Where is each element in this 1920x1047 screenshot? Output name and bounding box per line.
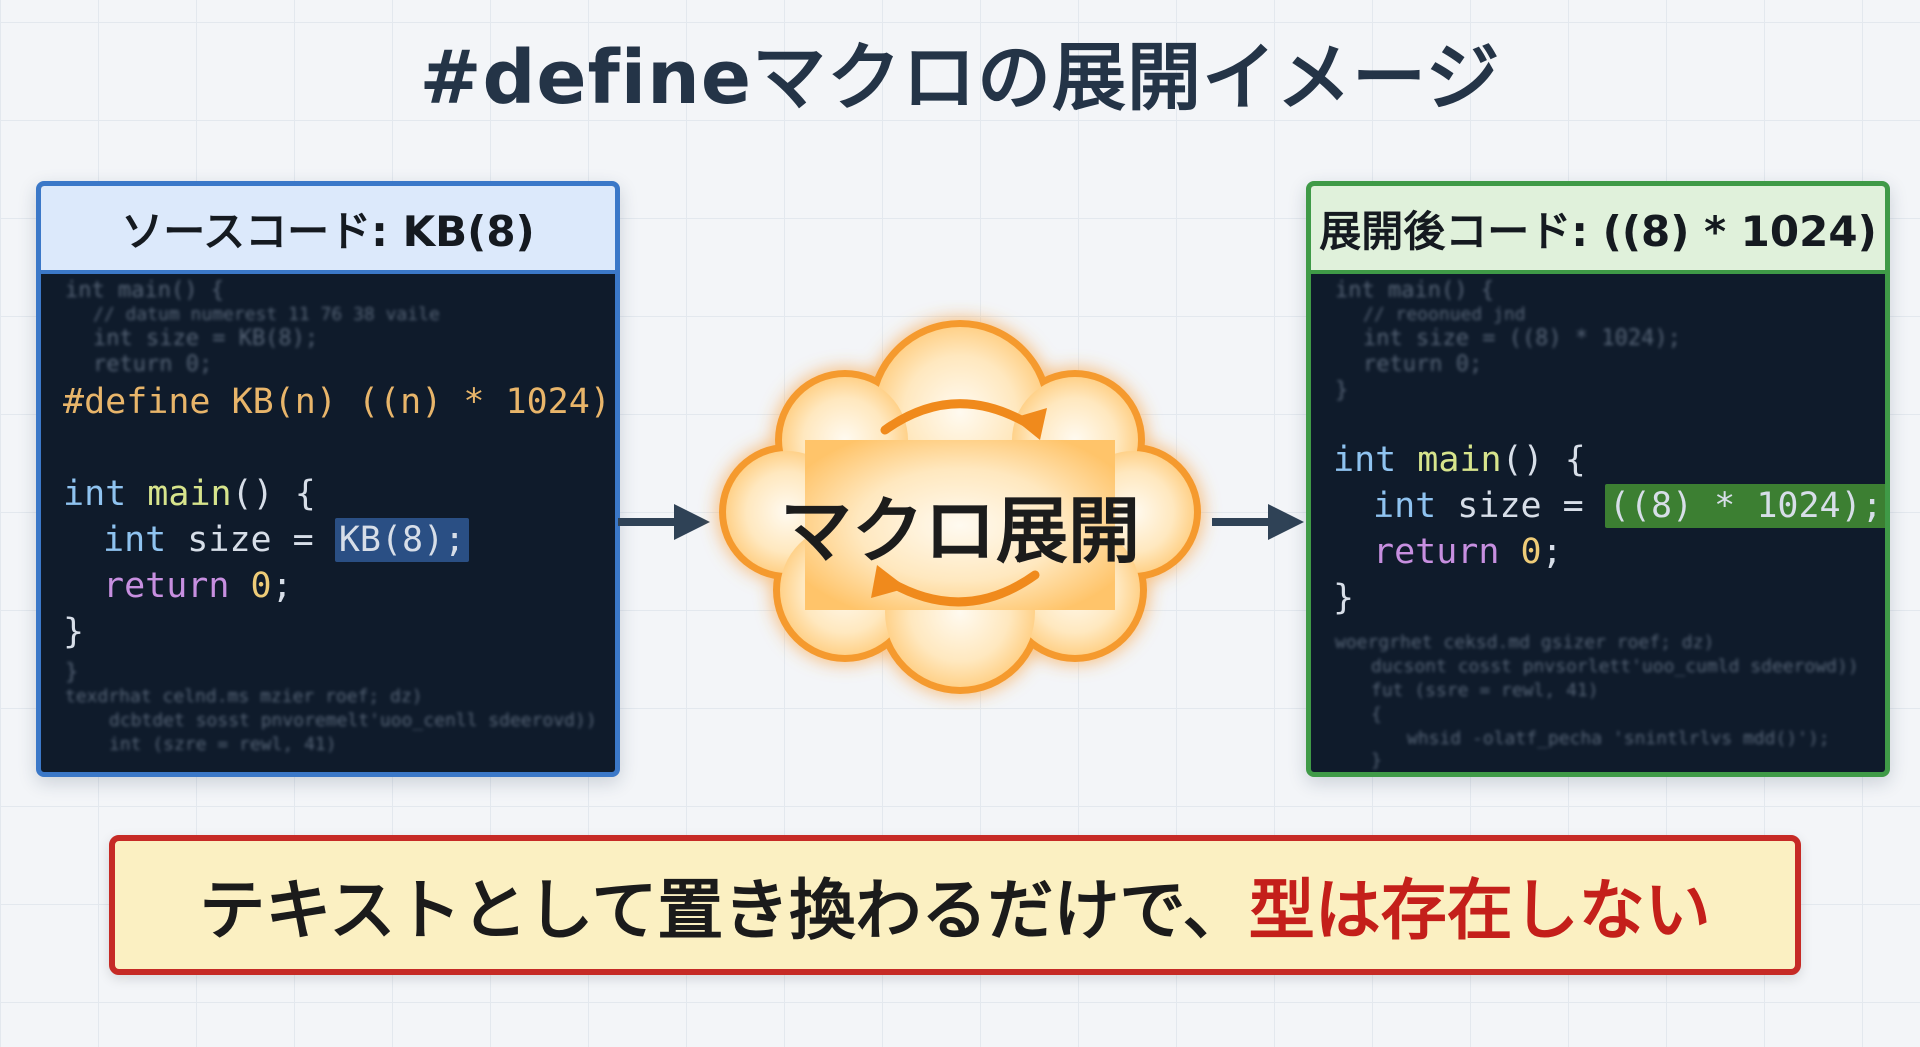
conclusion-plain: テキストとして置き換わるだけで、: [199, 872, 1249, 949]
source-code-panel: ソースコード: KB(8) int main() { // datum nume…: [36, 181, 620, 777]
return-value: 0: [1520, 532, 1542, 572]
source-code-body: int main() { // datum numerest 11 76 38 …: [41, 274, 615, 772]
code-line-main-decl: int main() {: [1333, 440, 1586, 480]
expanded-blurred-line: ducsont cosst pnvsorlett'uoo_cumld sdeer…: [1371, 656, 1859, 677]
source-blurred-line: texdrhat celnd.ms mzier roef; dz): [65, 686, 423, 707]
keyword-int: int: [1373, 486, 1437, 526]
source-code-header: ソースコード: KB(8): [41, 186, 615, 274]
source-blurred-line: return 0;: [93, 352, 213, 377]
expanded-blurred-line: return 0;: [1363, 352, 1483, 377]
code-line-main-decl: int main() {: [63, 474, 316, 514]
code-line-close-brace: }: [63, 612, 85, 652]
expanded-blurred-line: }: [1335, 378, 1349, 403]
expanded-code-body: int main() { // reoonued jnd int size = …: [1311, 274, 1885, 772]
expanded-blurred-line: whsid -olatf_pecha 'snintlrlvs mdd()');: [1407, 728, 1830, 749]
expanded-value-highlight: ((8) * 1024);: [1604, 484, 1885, 528]
conclusion-emphasis: 型は存在しない: [1248, 872, 1711, 949]
size-assignment: size =: [1457, 486, 1584, 526]
cloud-shape: [719, 320, 1201, 694]
keyword-int: int: [103, 520, 167, 560]
expanded-blurred-line: int main() {: [1335, 278, 1494, 303]
keyword-int: int: [1333, 440, 1397, 480]
macro-expansion-label: マクロ展開: [779, 489, 1140, 573]
expanded-code-header: 展開後コード: ((8) * 1024): [1311, 186, 1885, 274]
page-title: #defineマクロの展開イメージ: [419, 35, 1501, 121]
semicolon: ;: [1541, 532, 1563, 572]
source-blurred-line: // datum numerest 11 76 38 vaile: [93, 304, 440, 325]
main-parens: () {: [1501, 440, 1586, 480]
define-directive-line: #define KB(n) ((n) * 1024): [63, 382, 611, 422]
source-blurred-line: }: [65, 660, 79, 685]
semicolon: ;: [271, 566, 293, 606]
source-blurred-line: int (szre = rewl, 41): [109, 734, 337, 755]
main-parens: () {: [231, 474, 316, 514]
expanded-blurred-line: // reoonued jnd: [1363, 304, 1526, 325]
return-value: 0: [250, 566, 272, 606]
conclusion-box: テキストとして置き換わるだけで、型は存在しない: [109, 835, 1801, 975]
source-blurred-line: int size = KB(8);: [93, 326, 319, 351]
cycle-arrows-icon: [880, 399, 1040, 607]
expanded-blurred-line: woergrhet ceksd.md gsizer roef; dz): [1335, 632, 1715, 653]
keyword-return: return: [1373, 532, 1500, 572]
source-blurred-line: dcbtdet sosst pnvoremelt'uoo_cenll sdeer…: [109, 710, 597, 731]
expanded-blurred-line: fut (ssre = rewl, 41): [1371, 680, 1599, 701]
arrow-right-icon: [618, 504, 710, 540]
macro-call-highlight: KB(8);: [334, 518, 470, 562]
expanded-blurred-line: int size = ((8) * 1024);: [1363, 326, 1681, 351]
code-line-close-brace: }: [1333, 578, 1355, 618]
keyword-return: return: [103, 566, 230, 606]
arrow-right-icon: [1212, 504, 1304, 540]
conclusion-text: テキストとして置き換わるだけで、型は存在しない: [199, 857, 1710, 953]
code-line-size-decl: int size = ((8) * 1024);: [1373, 484, 1885, 528]
expanded-code-panel: 展開後コード: ((8) * 1024) int main() { // reo…: [1306, 181, 1890, 777]
code-line-size-decl: int size = KB(8);: [103, 518, 470, 562]
code-line-return: return 0;: [103, 566, 293, 606]
keyword-int: int: [63, 474, 127, 514]
expanded-blurred-line: {: [1371, 704, 1382, 725]
function-name-main: main: [1417, 440, 1502, 480]
source-blurred-line: int main() {: [65, 278, 224, 303]
size-assignment: size =: [187, 520, 314, 560]
macro-expansion-cloud: マクロ展開: [695, 300, 1225, 710]
function-name-main: main: [147, 474, 232, 514]
code-line-return: return 0;: [1373, 532, 1563, 572]
expanded-blurred-line: }: [1371, 750, 1382, 771]
